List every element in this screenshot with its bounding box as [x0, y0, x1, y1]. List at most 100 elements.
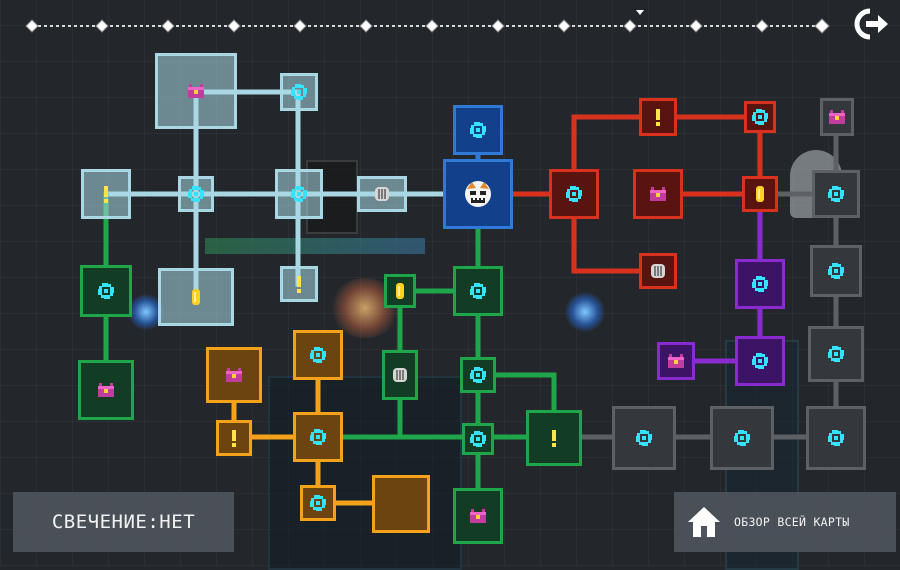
map-room-orange[interactable]: [206, 347, 262, 403]
map-room-gray[interactable]: [808, 326, 864, 382]
map-room-gray[interactable]: [806, 406, 866, 470]
current-stage-pointer: [636, 10, 644, 15]
exclamation-icon: [648, 107, 668, 127]
map-room-gray[interactable]: [812, 170, 860, 218]
background-wall: [268, 376, 462, 570]
gold-coin-icon: [750, 184, 770, 204]
map-room-green[interactable]: [453, 266, 503, 316]
portal-swirl-icon: [732, 428, 752, 448]
portal-swirl-icon: [564, 184, 584, 204]
gold-coin-icon: [390, 281, 410, 301]
map-room-red[interactable]: [639, 98, 677, 136]
map-room-light-blue[interactable]: [158, 268, 234, 326]
stage-marker: [814, 18, 830, 34]
exit-arrow-icon[interactable]: [852, 7, 890, 41]
portal-swirl-icon: [468, 429, 488, 449]
map-room-light-blue[interactable]: [280, 266, 318, 302]
map-room-orange[interactable]: [293, 412, 343, 462]
map-room-green[interactable]: [462, 423, 494, 455]
stage-marker: [161, 19, 175, 33]
map-room-red[interactable]: [744, 101, 776, 133]
stage-marker: [491, 19, 505, 33]
map-room-gray[interactable]: [810, 245, 862, 297]
map-room-gray[interactable]: [612, 406, 676, 470]
glow-toggle-button[interactable]: СВЕЧЕНИЕ:НЕТ: [13, 492, 234, 552]
shop-barrel-icon: [648, 261, 668, 281]
map-room-blue[interactable]: [453, 105, 503, 155]
map-room-blue[interactable]: [443, 159, 513, 229]
map-room-green[interactable]: [453, 488, 503, 544]
stage-marker: [755, 19, 769, 33]
stage-marker: [227, 19, 241, 33]
shop-barrel-icon: [390, 365, 410, 385]
stage-marker: [557, 19, 571, 33]
map-room-green[interactable]: [80, 265, 132, 317]
map-room-orange[interactable]: [300, 485, 336, 521]
player-weapon: [205, 238, 425, 254]
map-room-red[interactable]: [742, 176, 778, 212]
map-room-green[interactable]: [78, 360, 134, 420]
map-room-orange[interactable]: [372, 475, 430, 533]
map-room-orange[interactable]: [216, 420, 252, 456]
stage-marker: [689, 19, 703, 33]
stage-marker: [425, 19, 439, 33]
map-room-light-blue[interactable]: [81, 169, 131, 219]
player-face-icon: [463, 179, 493, 209]
map-room-light-blue[interactable]: [280, 73, 318, 111]
red-links: [475, 114, 763, 274]
exclamation-icon: [544, 428, 564, 448]
treasure-chest-icon: [648, 184, 668, 204]
map-room-purple[interactable]: [657, 342, 695, 380]
map-room-green[interactable]: [460, 357, 496, 393]
treasure-chest-icon: [96, 380, 116, 400]
map-room-red[interactable]: [633, 169, 683, 219]
background-torch-flame: [565, 292, 605, 332]
portal-swirl-icon: [750, 274, 770, 294]
stage-marker: [293, 19, 307, 33]
map-room-green[interactable]: [526, 410, 582, 466]
map-room-gray[interactable]: [710, 406, 774, 470]
portal-swirl-icon: [468, 281, 488, 301]
portal-swirl-icon: [750, 351, 770, 371]
house-icon: [688, 507, 720, 537]
map-room-red[interactable]: [549, 169, 599, 219]
map-room-light-blue[interactable]: [275, 169, 323, 219]
map-room-light-blue[interactable]: [357, 176, 407, 212]
map-room-green[interactable]: [384, 274, 416, 308]
level-progress-track: [25, 10, 830, 34]
portal-swirl-icon: [468, 365, 488, 385]
gold-coin-icon: [186, 287, 206, 307]
treasure-chest-icon: [827, 107, 847, 127]
map-room-light-blue[interactable]: [155, 53, 237, 129]
portal-swirl-icon: [289, 184, 309, 204]
gray-links: [551, 114, 839, 440]
map-overview-label: ОБЗОР ВСЕЙ КАРТЫ: [734, 515, 850, 529]
portal-swirl-icon: [750, 107, 770, 127]
portal-swirl-icon: [308, 345, 328, 365]
map-room-gray[interactable]: [820, 98, 854, 136]
portal-swirl-icon: [289, 82, 309, 102]
map-room-purple[interactable]: [735, 259, 785, 309]
map-room-purple[interactable]: [735, 336, 785, 386]
map-room-green[interactable]: [382, 350, 418, 400]
map-room-red[interactable]: [639, 253, 677, 289]
treasure-chest-icon: [468, 506, 488, 526]
stage-marker: [95, 19, 109, 33]
map-room-orange[interactable]: [293, 330, 343, 380]
treasure-chest-icon: [186, 81, 206, 101]
portal-swirl-icon: [826, 428, 846, 448]
shop-barrel-icon: [372, 184, 392, 204]
stage-marker: [623, 19, 637, 33]
portal-swirl-icon: [186, 184, 206, 204]
exclamation-icon: [289, 274, 309, 294]
portal-swirl-icon: [308, 493, 328, 513]
map-room-light-blue[interactable]: [178, 176, 214, 212]
portal-swirl-icon: [308, 427, 328, 447]
portal-swirl-icon: [826, 344, 846, 364]
portal-swirl-icon: [826, 261, 846, 281]
portal-swirl-icon: [468, 120, 488, 140]
exclamation-icon: [224, 428, 244, 448]
map-overview-button[interactable]: ОБЗОР ВСЕЙ КАРТЫ: [674, 492, 896, 552]
portal-swirl-icon: [634, 428, 654, 448]
